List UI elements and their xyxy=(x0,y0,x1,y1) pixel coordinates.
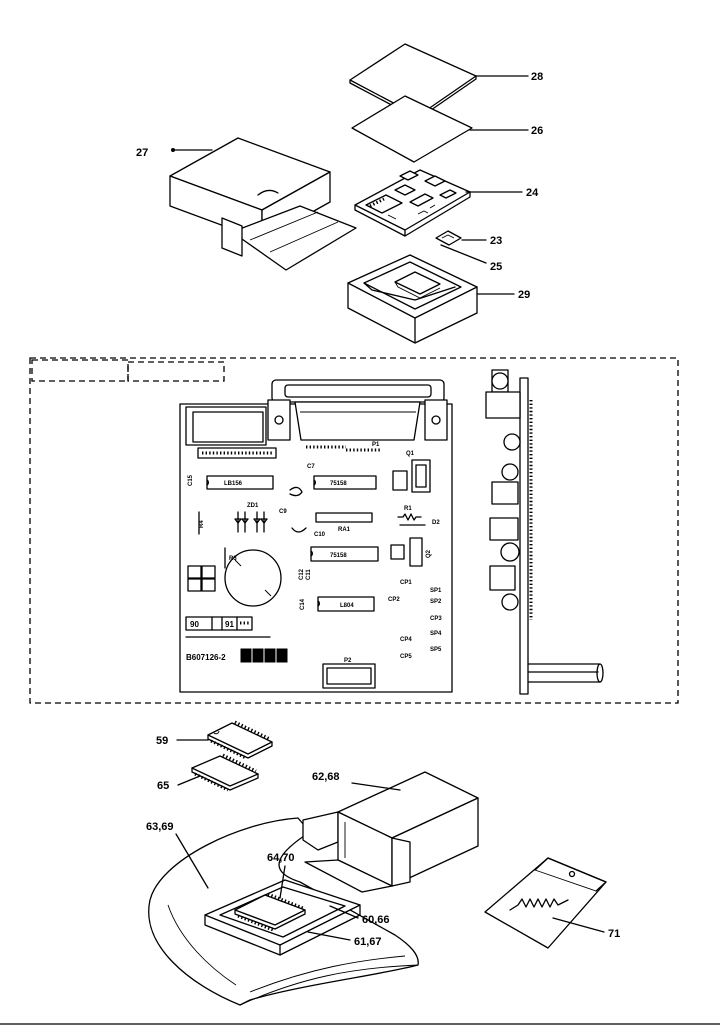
label-c14: C14 xyxy=(300,598,306,610)
label-cp5: CP5 xyxy=(400,654,412,660)
part-24-circuit-board xyxy=(354,169,471,237)
ic-75158-lower-label: 75158 xyxy=(330,553,347,559)
tag-90: 90 xyxy=(190,620,199,629)
leader-63-69 xyxy=(175,833,209,889)
label-p2: P2 xyxy=(344,658,352,664)
revision-tag: 90 91 xyxy=(185,616,271,638)
ic-l804: L804 xyxy=(317,596,375,612)
part-65-ic xyxy=(191,753,259,792)
part-64-70-ic xyxy=(234,892,306,932)
diode-group xyxy=(234,511,268,533)
board-code: B607126-2 xyxy=(186,653,226,662)
part-71-bag xyxy=(484,857,607,949)
capacitor-symbol xyxy=(289,486,303,497)
label-p1: P1 xyxy=(372,442,380,448)
label-63-69: 63,69 xyxy=(146,821,174,833)
part-29-foam-box xyxy=(347,254,478,344)
ic-lb156: LB156 xyxy=(206,475,274,490)
resistor-array-ra1: RA1 xyxy=(315,512,373,533)
label-29: 29 xyxy=(518,289,530,301)
label-sp1: SP1 xyxy=(430,588,442,594)
round-component xyxy=(224,549,282,607)
board-detail-frame xyxy=(29,357,679,704)
ic-75158-upper: 75158 xyxy=(313,475,377,490)
pcb-top-view: P1 C7 LB156 C15 75158 Q1 ZD1 xyxy=(179,379,453,693)
label-27: 27 xyxy=(136,147,148,159)
label-sp5: SP5 xyxy=(430,647,442,653)
label-60-66: 60,66 xyxy=(362,914,390,926)
label-c12: C12 xyxy=(299,568,305,580)
label-26: 26 xyxy=(531,125,543,137)
label-d2: D2 xyxy=(432,520,440,526)
part-26-sheet xyxy=(351,95,473,163)
label-q2: Q2 xyxy=(426,549,432,558)
transistor-q2 xyxy=(409,537,423,567)
tag-91: 91 xyxy=(225,620,234,629)
label-23: 23 xyxy=(490,235,502,247)
pcb-side-view xyxy=(485,369,604,695)
ic-lb156-label: LB156 xyxy=(224,481,243,487)
label-sp2: SP2 xyxy=(430,599,442,605)
label-25: 25 xyxy=(490,261,502,273)
label-28: 28 xyxy=(531,71,543,83)
label-c15: C15 xyxy=(188,474,194,486)
ic-l804-label: L804 xyxy=(340,603,354,609)
small-component xyxy=(390,544,405,560)
relay-component xyxy=(185,406,277,459)
leader-65 xyxy=(177,775,201,786)
label-cp2: CP2 xyxy=(388,597,400,603)
label-sp4: SP4 xyxy=(430,631,442,637)
black-squares xyxy=(240,648,288,663)
leader-71 xyxy=(552,917,605,933)
label-cp1: CP1 xyxy=(400,580,412,586)
label-zd1: ZD1 xyxy=(247,503,259,509)
leader-60-66 xyxy=(329,905,359,919)
connector-p2 xyxy=(322,663,376,689)
label-c10: C10 xyxy=(314,532,326,538)
ic-75158-upper-label: 75158 xyxy=(330,481,347,487)
led-block xyxy=(187,565,216,592)
ic-75158-lower: 75158 xyxy=(310,546,379,562)
leader-62-68 xyxy=(351,782,401,791)
leader-64-70 xyxy=(279,865,286,899)
label-71: 71 xyxy=(608,928,620,940)
label-24: 24 xyxy=(526,187,539,199)
label-c7: C7 xyxy=(307,464,315,470)
leader-25 xyxy=(440,244,487,264)
part-27-box xyxy=(169,137,357,271)
label-cp4: CP4 xyxy=(400,637,412,643)
crystal-q1 xyxy=(392,470,408,491)
label-r4: R4 xyxy=(199,520,205,528)
part-23-chip xyxy=(435,230,462,246)
resistor-r1 xyxy=(397,513,422,521)
label-c9: C9 xyxy=(279,509,287,515)
label-r1: R1 xyxy=(404,506,412,512)
label-q1: Q1 xyxy=(406,451,415,457)
db25-connector xyxy=(267,379,448,449)
label-64-70: 64,70 xyxy=(267,852,295,864)
label-cp3: CP3 xyxy=(430,616,442,622)
label-59: 59 xyxy=(156,735,168,747)
label-61-67: 61,67 xyxy=(354,936,382,948)
label-c11: C11 xyxy=(306,569,312,580)
label-ra1: RA1 xyxy=(338,527,351,533)
label-65: 65 xyxy=(157,780,169,792)
part-62-68-box xyxy=(302,771,479,893)
hang-hole xyxy=(568,870,576,878)
leader-61-67 xyxy=(307,931,351,941)
part-59-ic xyxy=(207,720,273,760)
label-62-68: 62,68 xyxy=(312,771,340,783)
capacitor-c10-symbol xyxy=(291,527,307,533)
spring xyxy=(509,898,569,911)
